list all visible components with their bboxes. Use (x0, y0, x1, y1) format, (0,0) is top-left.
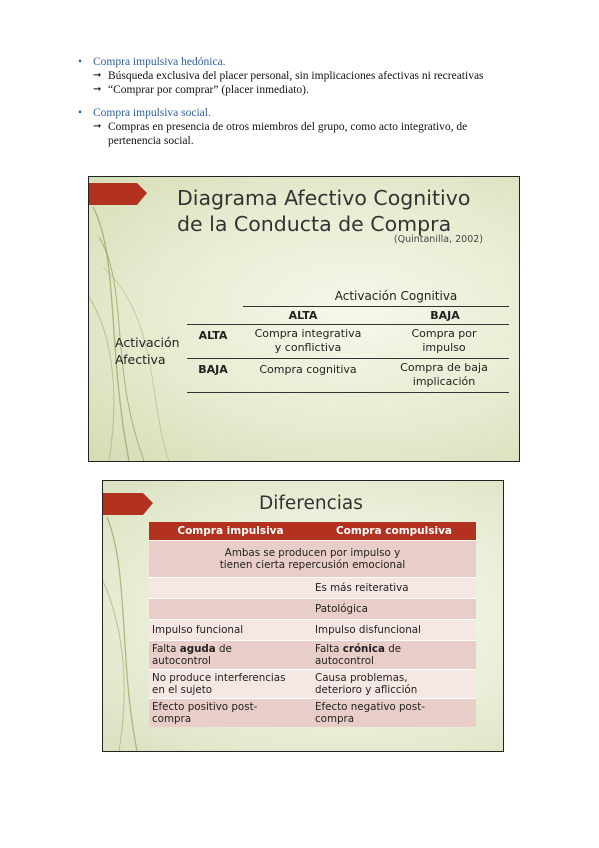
cell-baja-baja: Compra de baja implicación (379, 361, 509, 389)
citation: (Quintanilla, 2002) (393, 234, 483, 245)
bullet-title: Compra impulsiva hedónica. (93, 56, 226, 68)
title-line: de la Conducta de Compra (177, 212, 452, 236)
slide-flag-icon (89, 183, 170, 461)
sub-text: pertenencia social. (108, 135, 194, 147)
row-header-baja: BAJA (198, 363, 228, 376)
slide-flag-icon (103, 493, 153, 751)
cell-alta-baja: Compra por impulso (379, 327, 509, 355)
divider (243, 306, 509, 307)
sub-text: Compras en presencia de otros miembros d… (108, 121, 468, 133)
divider (187, 324, 509, 325)
table-cell: Es más reiterativa (312, 577, 476, 599)
cell-alta-alta: Compra integrativa y conflictiva (243, 327, 373, 355)
cell-line: Ambas se producen por impulso y (224, 547, 401, 559)
bullet-dot-icon: • (78, 56, 83, 68)
table-cell: Falta aguda de autocontrol (149, 640, 312, 670)
table-cell: Ambas se producen por impulso y tienen c… (149, 540, 476, 578)
cell-line: autocontrol (315, 655, 374, 667)
cell-line: compra (315, 713, 355, 725)
table-cell: Impulso disfuncional (312, 619, 476, 641)
differences-table: Compra impulsiva Compra compulsiva Ambas… (149, 522, 476, 727)
cell-line: implicación (412, 375, 476, 388)
table-row: Efecto positivo post- compra Efecto nega… (149, 698, 476, 727)
cell-line: tienen cierta repercusión emocional (219, 559, 406, 571)
cell-line: Compra por (411, 327, 477, 340)
table-row: Ambas se producen por impulso y tienen c… (149, 540, 476, 578)
axis-label-line: Afectiva (115, 352, 166, 367)
table-row: Impulso funcional Impulso disfuncional (149, 619, 476, 641)
row-header-alta: ALTA (198, 329, 228, 342)
table-cell (149, 577, 312, 599)
bullet-item: • Compra impulsiva social. (78, 106, 548, 120)
sub-item: ➞ Búsqueda exclusiva del placer personal,… (78, 69, 548, 83)
table-cell: Causa problemas, deterioro y aflicción (312, 669, 476, 699)
table-row: Es más reiterativa (149, 577, 476, 599)
title-line: Diagrama Afectivo Cognitivo (177, 186, 471, 210)
cell-emphasis: aguda (179, 643, 216, 655)
cell-text: Falta (152, 643, 180, 655)
cell-text: Falta (315, 643, 343, 655)
sub-item: pertenencia social. (78, 134, 548, 148)
table-cell: No produce interferencias en el sujeto (149, 669, 312, 699)
arrow-icon: ➞ (93, 84, 102, 95)
table-cell (149, 598, 312, 620)
row-axis-label: Activación Afectiva (115, 334, 180, 368)
cell-baja-alta: Compra cognitiva (259, 363, 357, 376)
axis-label-line: Activación (115, 335, 180, 350)
sub-item: ➞ Compras en presencia de otros miembros … (78, 120, 548, 134)
arrow-icon: ➞ (93, 121, 102, 132)
sub-item: ➞ “Comprar por comprar” (placer inmediato… (78, 83, 548, 97)
sub-text: Búsqueda exclusiva del placer personal, … (108, 70, 484, 82)
table-cell: Patológica (312, 598, 476, 620)
cell-line: Efecto negativo post- (315, 701, 425, 713)
cell-line: No produce interferencias (152, 672, 286, 684)
cell-line: Efecto positivo post- (152, 701, 258, 713)
col-header-baja: BAJA (430, 309, 460, 322)
cell-line: Causa problemas, (315, 672, 408, 684)
table-cell: Efecto negativo post- compra (312, 698, 476, 727)
cell-line: impulso (422, 341, 466, 354)
table-cell: Impulso funcional (149, 619, 312, 641)
table-row: Falta aguda de autocontrol Falta crónica… (149, 640, 476, 670)
cell-text: de (384, 643, 402, 655)
column-axis-label: Activación Cognitiva (334, 289, 458, 303)
table-cell: Efecto positivo post- compra (149, 698, 312, 727)
table-cell: Falta crónica de autocontrol (312, 640, 476, 670)
table-row: Patológica (149, 598, 476, 620)
col-header-impulsiva: Compra impulsiva (149, 522, 312, 541)
arrow-icon: ➞ (93, 70, 102, 81)
bullet-list: • Compra impulsiva hedónica. ➞ Búsqueda ex… (78, 55, 548, 148)
col-header-alta: ALTA (288, 309, 318, 322)
bullet-dot-icon: • (78, 107, 83, 119)
table-row: No produce interferencias en el sujeto C… (149, 669, 476, 699)
divider (187, 392, 509, 393)
cell-line: Compra integrativa (254, 327, 362, 340)
cell-line: deterioro y aflicción (315, 684, 418, 696)
cell-line: y conflictiva (274, 341, 342, 354)
cell-line: autocontrol (152, 655, 211, 667)
sub-text: “Comprar por comprar” (placer inmediato)… (108, 84, 309, 96)
col-header-compulsiva: Compra compulsiva (312, 522, 476, 541)
slide-diagrama: Diagrama Afectivo Cognitivo de la Conduc… (88, 176, 520, 462)
bullet-title: Compra impulsiva social. (93, 107, 211, 119)
divider (187, 358, 509, 359)
cell-line: compra (152, 713, 192, 725)
slide-title: Diferencias (259, 493, 363, 514)
cell-text: de (215, 643, 232, 655)
slide-diferencias: Diferencias Compra impulsiva Compra comp… (102, 480, 504, 752)
bullet-item: • Compra impulsiva hedónica. (78, 55, 548, 69)
slide-title: Diagrama Afectivo Cognitivo de la Conduc… (177, 185, 470, 237)
cell-emphasis: crónica (342, 643, 385, 655)
cell-line: Compra de baja (400, 361, 488, 374)
cell-line: en el sujeto (152, 684, 213, 696)
